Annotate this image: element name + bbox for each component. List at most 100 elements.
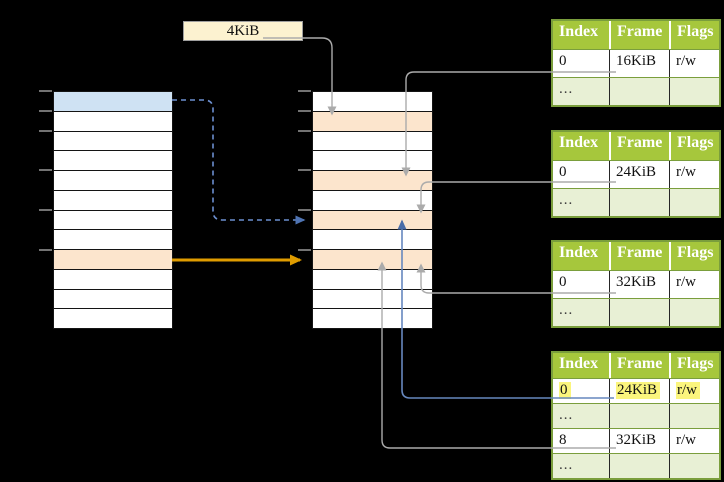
cell-value: ... bbox=[559, 302, 574, 318]
table-cell: 0 bbox=[553, 271, 609, 298]
memory-cell bbox=[313, 92, 432, 112]
page-size-label-text: 4KiB bbox=[226, 23, 260, 39]
table-cell: 24KiB bbox=[609, 161, 669, 188]
table-cell bbox=[609, 454, 669, 478]
cell-value: r/w bbox=[676, 53, 696, 69]
table-cell bbox=[669, 454, 719, 478]
highlighted-value: r/w bbox=[676, 382, 700, 399]
cell-value: ... bbox=[559, 407, 574, 423]
column-header: Index bbox=[559, 355, 599, 372]
memory-cell bbox=[54, 171, 172, 191]
memory-cell bbox=[313, 131, 432, 152]
memory-cell bbox=[313, 289, 432, 310]
cell-value: 16KiB bbox=[616, 53, 657, 69]
cell-value: ... bbox=[559, 192, 574, 208]
table-cell: 0 bbox=[553, 379, 609, 403]
column-header: Flags bbox=[669, 21, 719, 49]
column-header: Frame bbox=[609, 132, 669, 160]
table-cell: ... bbox=[553, 404, 609, 428]
memory-cell bbox=[54, 190, 172, 211]
memory-cell bbox=[54, 250, 172, 270]
memory-cell bbox=[313, 309, 432, 328]
row-tick bbox=[298, 248, 311, 251]
memory-cell bbox=[54, 210, 172, 231]
cell-value: 32KiB bbox=[616, 432, 657, 448]
row-tick bbox=[39, 109, 52, 112]
table-cell: r/w bbox=[669, 50, 719, 77]
memory-cell bbox=[54, 230, 172, 250]
memory-cell bbox=[313, 250, 432, 270]
table-cell: r/w bbox=[669, 161, 719, 188]
table-row: 0 16KiB r/w bbox=[553, 49, 719, 77]
cell-value: r/w bbox=[676, 164, 696, 180]
row-tick bbox=[298, 109, 311, 112]
table-cell: ... bbox=[553, 299, 609, 326]
memory-cell bbox=[313, 210, 432, 231]
cell-value: 32KiB bbox=[616, 274, 657, 290]
table-cell: ... bbox=[553, 189, 609, 216]
row-tick bbox=[298, 209, 311, 211]
table-cell bbox=[609, 404, 669, 428]
memory-cell bbox=[54, 131, 172, 152]
memory-cell bbox=[54, 289, 172, 310]
cell-value: ... bbox=[559, 81, 574, 97]
table-cell: 16KiB bbox=[609, 50, 669, 77]
table-row: ... bbox=[553, 298, 719, 326]
page-size-label: 4KiB bbox=[183, 21, 303, 41]
cell-value: 24KiB bbox=[616, 164, 657, 180]
table-row: ... bbox=[553, 403, 719, 428]
table-row: 8 32KiB r/w bbox=[553, 428, 719, 453]
memory-cell bbox=[313, 269, 432, 290]
column-header: Flags bbox=[669, 242, 719, 270]
memory-cell bbox=[54, 111, 172, 132]
memory-cell bbox=[54, 269, 172, 290]
table-cell: 0 bbox=[553, 50, 609, 77]
table-row: 0 24KiB r/w bbox=[553, 378, 719, 403]
column-header: Flags bbox=[669, 353, 719, 378]
table-cell bbox=[609, 78, 669, 105]
memory-cell bbox=[54, 151, 172, 171]
table-cell: 32KiB bbox=[609, 429, 669, 453]
table-cell: r/w bbox=[669, 429, 719, 453]
table-cell: ... bbox=[553, 78, 609, 105]
row-tick bbox=[298, 169, 311, 172]
cell-value: 8 bbox=[559, 432, 567, 448]
table-cell: 8 bbox=[553, 429, 609, 453]
row-tick bbox=[298, 90, 311, 92]
row-tick bbox=[39, 90, 52, 92]
cell-value: 0 bbox=[559, 53, 567, 69]
table-cell bbox=[669, 78, 719, 105]
table-row: 0 32KiB r/w bbox=[553, 270, 719, 298]
memory-column-left bbox=[53, 91, 173, 329]
column-header: Frame bbox=[609, 21, 669, 49]
highlighted-value: 24KiB bbox=[616, 382, 661, 399]
table-row: ... bbox=[553, 188, 719, 216]
table-row: ... bbox=[553, 453, 719, 478]
highlighted-value: 0 bbox=[559, 382, 571, 399]
column-header: Index bbox=[559, 244, 599, 261]
table-cell bbox=[669, 404, 719, 428]
column-header: Index bbox=[559, 134, 599, 151]
table-cell bbox=[669, 189, 719, 216]
table-row: ... bbox=[553, 77, 719, 105]
row-tick bbox=[298, 129, 311, 132]
row-tick bbox=[39, 129, 52, 132]
column-header: Flags bbox=[669, 132, 719, 160]
row-tick bbox=[39, 209, 52, 211]
cell-value: r/w bbox=[676, 274, 696, 290]
arrow-left-row1-to-middle-row7 bbox=[172, 99, 306, 225]
memory-cell bbox=[313, 190, 432, 211]
cell-value: ... bbox=[559, 457, 574, 473]
table-cell: 32KiB bbox=[609, 271, 669, 298]
memory-cell bbox=[313, 171, 432, 191]
memory-cell bbox=[313, 111, 432, 132]
